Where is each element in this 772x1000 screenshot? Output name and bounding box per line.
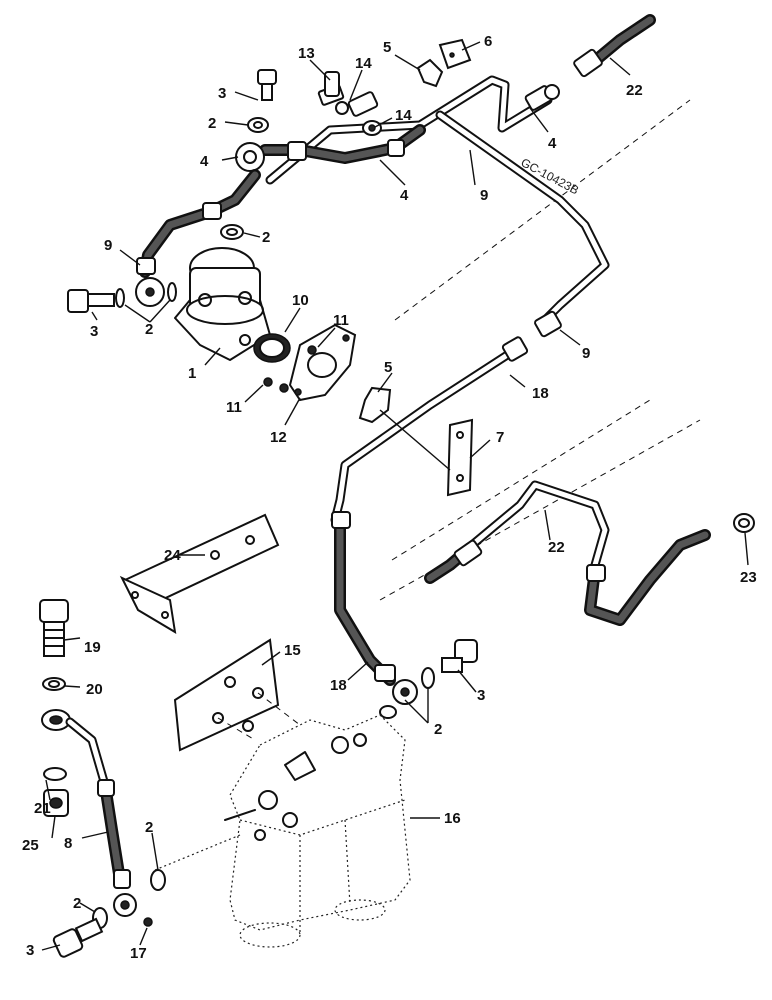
flange-plate-12 [288, 323, 357, 402]
fuel-lift-pump-1 [174, 247, 271, 361]
leader-lines [41, 41, 749, 951]
callout-11-upper: 11 [333, 312, 349, 329]
callout-3-right: 3 [477, 687, 485, 704]
callout-6: 6 [484, 33, 492, 50]
callout-2-top: 2 [208, 115, 216, 132]
callout-24: 24 [164, 547, 181, 564]
banjo-fitting-pump [115, 277, 177, 308]
banjo-fitting-right [392, 679, 418, 705]
banjo-bolt-3-lower [52, 917, 104, 958]
washer-2-pump [220, 224, 244, 240]
callout-22-upper: 22 [626, 82, 643, 99]
washer-20 [42, 677, 66, 691]
washer-2-right-b [379, 705, 397, 719]
plate-6 [438, 38, 472, 70]
callout-labels: 13 5 6 22 3 14 2 14 4 4 4 9 9 2 10 11 3 … [22, 33, 757, 962]
callout-7: 7 [496, 429, 504, 446]
diagram-boundary [154, 99, 701, 871]
callout-21: 21 [34, 800, 51, 817]
banjo-bolt-3-left [67, 289, 115, 313]
callout-14-upper: 14 [355, 55, 372, 72]
callout-2-lower-right: 2 [145, 819, 153, 836]
callout-18-lower: 18 [330, 677, 347, 694]
callout-14-lower: 14 [395, 107, 412, 124]
callout-9-right: 9 [582, 345, 590, 362]
clip-5-lower [358, 386, 392, 424]
callout-5-lower: 5 [384, 359, 392, 376]
callout-2-left: 2 [145, 321, 153, 338]
callout-23: 23 [740, 569, 757, 586]
callout-15: 15 [284, 642, 301, 659]
callout-9-left: 9 [104, 237, 112, 254]
hose-clamp-23 [733, 513, 755, 533]
hose-8 [65, 717, 131, 889]
callout-11-lower: 11 [226, 399, 242, 416]
pipe-9-left [136, 169, 261, 278]
callout-3-lower: 3 [26, 942, 34, 959]
hose-end-22-upper [573, 14, 656, 78]
fuel-filter-16 [224, 714, 411, 948]
gasket-10 [253, 333, 291, 363]
banjo-fitting-8 [41, 709, 71, 731]
clip-13 [317, 71, 345, 106]
union-nut-9 [534, 310, 562, 338]
callout-4-middle: 4 [400, 187, 409, 204]
elbow-fitting-lower [113, 893, 137, 917]
pipe-9-main [265, 75, 610, 325]
clip-14-lower [362, 120, 382, 136]
callout-20: 20 [86, 681, 103, 698]
callout-16: 16 [444, 810, 461, 827]
callout-13: 13 [298, 45, 315, 62]
banjo-bolt-3-right [441, 639, 478, 673]
callout-4-left: 4 [200, 153, 209, 170]
bracket-24 [119, 513, 280, 634]
hose-4 [259, 124, 426, 164]
callout-8: 8 [64, 835, 72, 852]
washer-2-right-a [421, 667, 435, 689]
callout-25: 25 [22, 837, 39, 854]
callout-19: 19 [84, 639, 101, 656]
pipe-18 [330, 336, 529, 686]
callout-18-upper: 18 [532, 385, 549, 402]
stud-nuts-11 [263, 345, 317, 393]
callout-3-left: 3 [90, 323, 98, 340]
callout-17: 17 [130, 945, 147, 962]
bracket-7 [379, 409, 474, 497]
callout-10: 10 [292, 292, 309, 309]
callout-1: 1 [188, 365, 196, 382]
plug-17 [143, 917, 153, 927]
callout-4-right: 4 [548, 135, 557, 152]
washer-2-top [247, 117, 269, 133]
callout-5-upper: 5 [383, 39, 391, 56]
callout-12: 12 [270, 429, 287, 446]
banjo-bolt-3-top [257, 69, 277, 101]
pipe-4-fitting [524, 84, 560, 111]
callout-2-right: 2 [434, 721, 442, 738]
washer-2-lower-right [150, 869, 166, 891]
washer-21 [43, 767, 67, 781]
callout-9-upper: 9 [480, 187, 488, 204]
callout-2-lower-left: 2 [73, 895, 81, 912]
adapter-plate-15 [173, 638, 301, 752]
callout-3-top: 3 [218, 85, 226, 102]
clip-5-upper [416, 58, 444, 88]
callout-22-lower: 22 [548, 539, 565, 556]
banjo-fitting-4 [235, 142, 265, 172]
hose-22-lower [424, 480, 711, 626]
clip-14-upper [335, 91, 379, 117]
hollow-bolt-19 [39, 599, 69, 657]
callout-2-pump: 2 [262, 229, 270, 246]
